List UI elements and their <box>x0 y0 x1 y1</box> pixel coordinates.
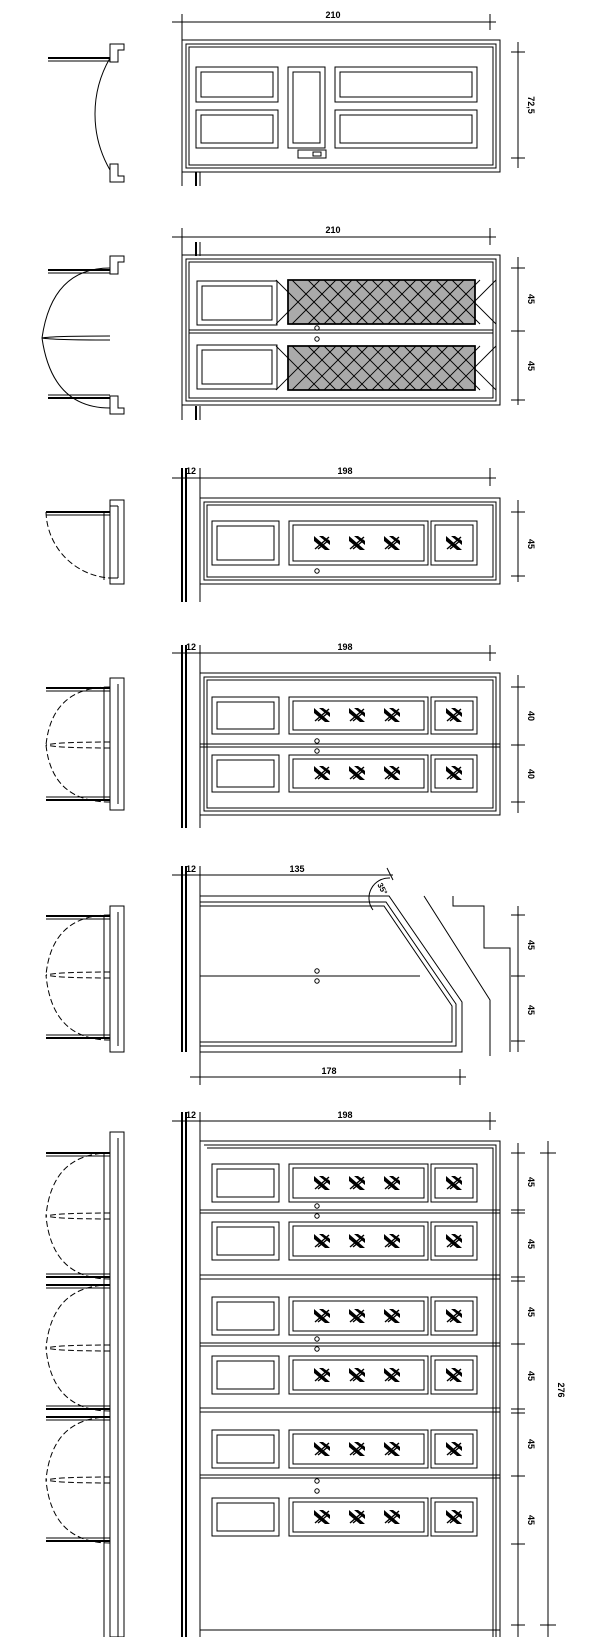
glass-symbol <box>384 1368 400 1382</box>
dim-side-6d: 45 <box>526 1371 536 1381</box>
glass-symbol <box>349 1176 365 1190</box>
dim-side-2b: 45 <box>526 361 536 371</box>
glass-symbol <box>384 1234 400 1248</box>
glass-symbol <box>446 766 462 780</box>
glass-symbol <box>384 1510 400 1524</box>
dim-bottom-5: 178 <box>321 1066 336 1076</box>
glass-symbol <box>314 536 330 550</box>
dim-side-4a: 40 <box>526 711 536 721</box>
glass-symbol <box>384 708 400 722</box>
drawing-2: 210 <box>41 225 536 420</box>
dim-top-4: 198 <box>337 642 352 652</box>
glass-symbol <box>384 766 400 780</box>
glass-symbol <box>446 1176 462 1190</box>
dim-side-6c: 45 <box>526 1307 536 1317</box>
glass-symbol <box>446 1234 462 1248</box>
dim-side-6a: 45 <box>526 1177 536 1187</box>
glass-symbol <box>314 708 330 722</box>
dim-top-5: 135 <box>289 864 304 874</box>
dim-side-2a: 45 <box>526 294 536 304</box>
glass-symbol <box>349 708 365 722</box>
glass-symbol <box>314 1176 330 1190</box>
glass-symbol <box>349 1442 365 1456</box>
glass-symbol <box>314 1442 330 1456</box>
lattice-panel-top <box>275 279 497 325</box>
dim-side-5a: 45 <box>526 940 536 950</box>
dim-side-4b: 40 <box>526 769 536 779</box>
glass-symbol <box>446 1309 462 1323</box>
dim-side-3: 45 <box>526 539 536 549</box>
glass-symbol <box>349 1510 365 1524</box>
dim-left-3: 12 <box>186 466 196 476</box>
glass-symbols <box>314 536 462 1524</box>
dim-top-2: 210 <box>325 225 340 235</box>
dim-top-6: 198 <box>337 1110 352 1120</box>
elevation-1: 210 72,5 <box>172 10 536 186</box>
glass-symbol <box>446 536 462 550</box>
glass-symbol <box>314 766 330 780</box>
glass-symbol <box>446 1442 462 1456</box>
glass-symbol <box>314 1234 330 1248</box>
glass-symbol <box>314 1309 330 1323</box>
glass-symbol <box>349 1368 365 1382</box>
dim-side-6b: 45 <box>526 1239 536 1249</box>
drawing-6: 12 198 <box>45 1110 566 1637</box>
drawing-1: 210 72,5 <box>48 10 536 186</box>
plan-view-1 <box>48 43 125 183</box>
drawing-4: 12 198 40 40 <box>45 642 536 828</box>
drawing-3: 12 198 45 <box>45 466 536 602</box>
dim-total-6: 276 <box>556 1382 566 1397</box>
dim-side-6f: 45 <box>526 1515 536 1525</box>
plan-view-5 <box>45 905 125 1053</box>
dim-side-1: 72,5 <box>526 96 536 114</box>
glass-symbol <box>314 1368 330 1382</box>
elevation-4: 12 198 40 40 <box>172 642 536 828</box>
glass-symbol <box>314 1510 330 1524</box>
plan-view-4 <box>45 677 125 811</box>
dim-left-4: 12 <box>186 642 196 652</box>
glass-symbol <box>349 536 365 550</box>
dim-top-3: 198 <box>337 466 352 476</box>
dim-top-1: 210 <box>325 10 340 20</box>
dim-angle-5: 35° <box>375 881 389 896</box>
glass-symbol <box>446 708 462 722</box>
lattice-panel-bottom <box>275 345 497 391</box>
glass-symbol <box>384 1442 400 1456</box>
plan-view-6 <box>45 1131 125 1637</box>
drawing-5: 12 135 35° 178 45 45 <box>45 864 536 1085</box>
glass-symbol <box>446 1368 462 1382</box>
dim-side-5b: 45 <box>526 1005 536 1015</box>
plan-view-3 <box>45 499 125 585</box>
plan-view-2 <box>41 255 125 415</box>
glass-symbol <box>384 536 400 550</box>
glass-symbol <box>384 1176 400 1190</box>
elevation-3: 12 198 45 <box>172 466 536 602</box>
elevation-2: 210 <box>172 225 536 420</box>
elevation-6: 12 198 <box>172 1110 566 1637</box>
dim-side-6e: 45 <box>526 1439 536 1449</box>
dim-left-5: 12 <box>186 864 196 874</box>
glass-symbol <box>446 1510 462 1524</box>
glass-symbol <box>349 1309 365 1323</box>
elevation-5: 12 135 35° 178 45 45 <box>172 864 536 1085</box>
glass-symbol <box>349 1234 365 1248</box>
glass-symbol <box>384 1309 400 1323</box>
glass-symbol <box>349 766 365 780</box>
dim-left-6: 12 <box>186 1110 196 1120</box>
